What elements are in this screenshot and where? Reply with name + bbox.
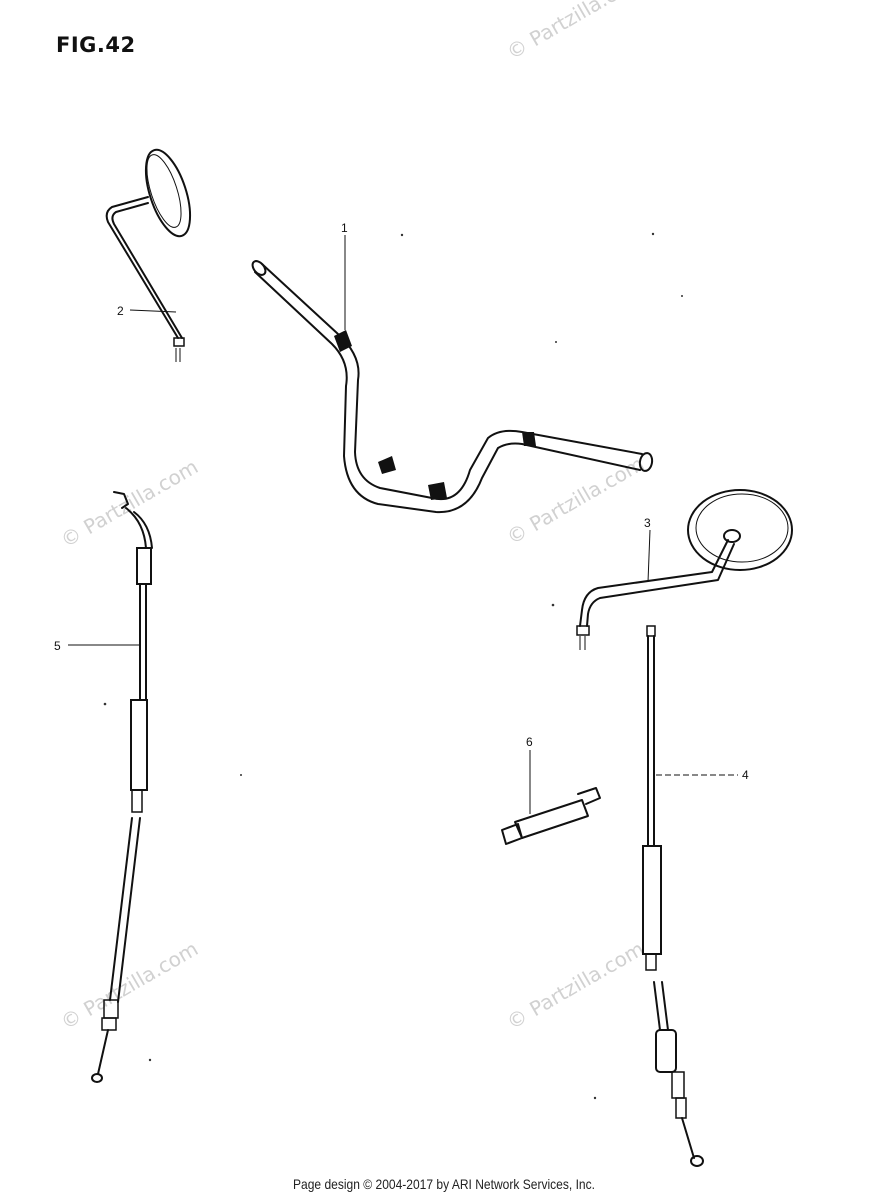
watermark-bottom-left: © Partzilla.com xyxy=(57,936,203,1034)
leader-2 xyxy=(129,309,177,313)
leader-3 xyxy=(647,529,651,583)
watermark-mid-left: © Partzilla.com xyxy=(57,454,203,552)
callout-6[interactable]: 6 xyxy=(526,735,533,749)
watermarks: © Partzilla.com © Partzilla.com © Partzi… xyxy=(57,0,649,1034)
page-footer: Page design © 2004-2017 by ARI Network S… xyxy=(292,1176,595,1192)
watermark-top-center: © Partzilla.com xyxy=(503,0,649,64)
scan-specks xyxy=(103,232,683,1100)
part-1-handlebar[interactable] xyxy=(250,259,654,514)
figure-title: FIG.42 xyxy=(56,33,136,57)
callouts: 1 2 3 4 5 6 xyxy=(54,221,749,814)
part-6-sleeve[interactable] xyxy=(501,787,601,845)
callout-5[interactable]: 5 xyxy=(54,639,61,653)
callout-3[interactable]: 3 xyxy=(644,516,651,530)
callout-2[interactable]: 2 xyxy=(117,304,124,318)
part-5-left-cable[interactable] xyxy=(91,491,153,1083)
part-4-right-cable[interactable] xyxy=(642,625,704,1167)
part-2-left-mirror[interactable] xyxy=(105,145,199,362)
part-3-right-mirror[interactable] xyxy=(576,489,793,650)
callout-4[interactable]: 4 xyxy=(742,768,749,782)
callout-1[interactable]: 1 xyxy=(341,221,348,235)
watermark-bottom-right: © Partzilla.com xyxy=(503,936,649,1034)
